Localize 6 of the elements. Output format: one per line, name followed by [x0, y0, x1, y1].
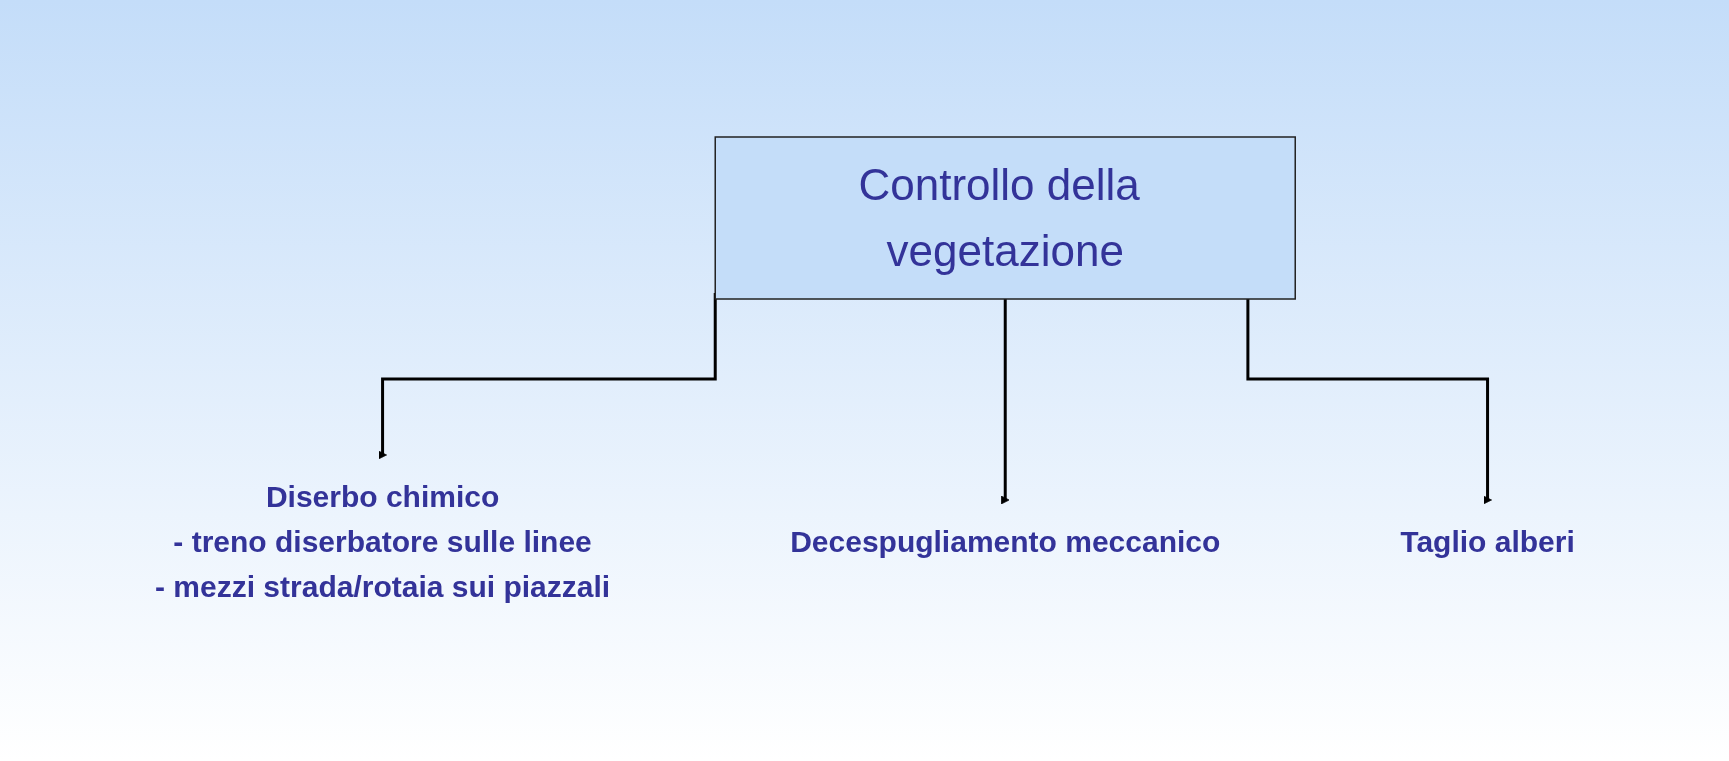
node-text: Decespugliamento meccanico: [789, 525, 1220, 558]
node-text: Diserbo chimico - treno diserbatore sulle linee - mezzi strada/rotaia sui piazzali: [154, 480, 610, 603]
arrow: [1246, 299, 1492, 505]
node-box: Controllo della vegetazione: [714, 136, 1296, 300]
arrow: [1000, 299, 1010, 505]
node-text: Taglio alberi: [1399, 525, 1575, 558]
